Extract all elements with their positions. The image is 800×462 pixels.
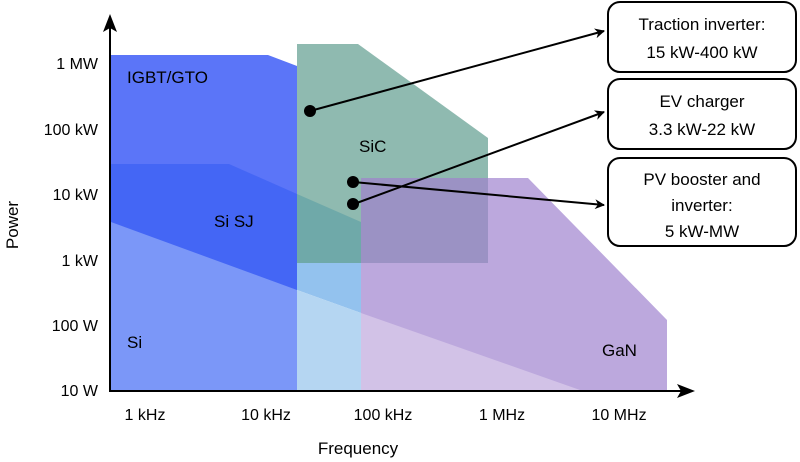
box-range: 3.3 kW-22 kW [649,120,755,139]
x-tick-label: 1 kHz [125,407,166,424]
x-axis-title: Frequency [318,439,399,458]
x-tick-label: 1 MHz [479,407,525,424]
application-box-traction-inverter: Traction inverter: 15 kW-400 kW [607,1,797,73]
region-sic-sisj-overlap [297,194,361,263]
arrow-traction-inverter [309,28,605,112]
box-frame [607,78,797,150]
y-tick-label: 100 kW [44,122,99,139]
box-title: PV booster and [643,170,760,189]
axes [103,14,695,398]
point-pv-booster [347,176,359,188]
x-tick-label: 100 kHz [354,407,413,424]
box-frame [607,1,797,73]
x-axis-arrow-icon [677,384,695,398]
box-title-cont: inverter: [671,196,732,215]
box-range: 5 kW-MW [665,222,739,241]
region-label-si: Si [127,333,142,352]
application-arrows [309,28,605,210]
region-label-sic: SiC [359,137,386,156]
x-tick-labels: 1 kHz 10 kHz 100 kHz 1 MHz 10 MHz [125,407,647,424]
application-points [304,105,359,210]
y-tick-label: 1 kW [62,253,99,270]
region-label-gan: GaN [602,341,637,360]
region-gan-si-overlap [361,313,580,390]
y-tick-label: 1 MW [56,56,99,73]
arrow-ev-charger [353,110,605,205]
y-tick-label: 100 W [52,318,99,335]
y-axis-title: Power [3,201,22,250]
region-label-si-sj: Si SJ [214,212,254,231]
region-gan-sic-overlap [361,178,488,263]
region-si-highfreq-lower [297,290,361,390]
x-tick-label: 10 MHz [591,407,646,424]
region-si-highfreq-upper [297,263,361,313]
box-title: Traction inverter: [639,15,766,34]
region-si [111,222,297,390]
arrow-pv-booster [352,181,605,210]
region-label-igbt-gto: IGBT/GTO [127,68,208,87]
regions [111,44,667,390]
x-tick-label: 10 kHz [241,407,291,424]
box-title: EV charger [659,92,744,111]
application-box-ev-charger: EV charger 3.3 kW-22 kW [607,78,797,150]
box-range: 15 kW-400 kW [646,43,757,62]
y-tick-label: 10 kW [53,187,99,204]
y-tick-labels: 1 MW 100 kW 10 kW 1 kW 100 W 10 W [44,56,99,400]
box-frame [607,157,797,247]
application-box-pv-booster: PV booster and inverter: 5 kW-MW [607,157,797,247]
point-traction-inverter [304,105,316,117]
y-tick-label: 10 W [61,383,99,400]
y-axis-arrow-icon [103,14,117,32]
point-ev-charger [347,198,359,210]
